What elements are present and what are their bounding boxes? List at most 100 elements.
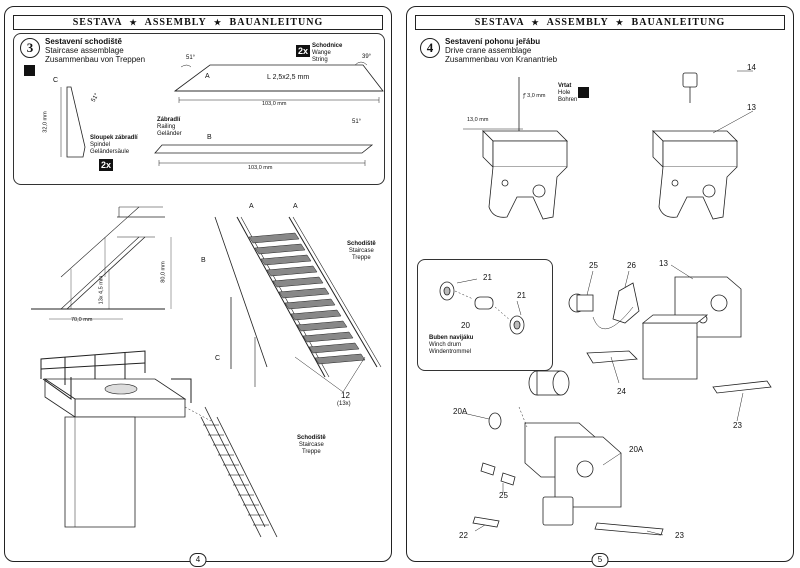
stair-label-1-en: Staircase (348, 248, 374, 254)
header-word-2: ASSEMBLY (144, 17, 207, 28)
right-page: SESTAVA ★ ASSEMBLY ★ BAUANLEITUNG 4 Sest… (406, 6, 794, 567)
spindle-label-de: Geländersäule (90, 149, 130, 155)
callout-20A-1: 20A (453, 407, 468, 416)
callout-23-a: 23 (733, 421, 742, 430)
drill-diameter: ꝭ 3,0 mm (523, 93, 546, 99)
header-star-2: ★ (213, 18, 223, 27)
part-b-label: B (207, 134, 212, 141)
staircase-perspective (214, 216, 382, 393)
spindle-label-en: Spindel (90, 142, 111, 148)
callout-13x: (13x) (337, 401, 351, 407)
title-cz: Sestavení schodiště (45, 37, 122, 46)
callout-21-a: 21 (483, 273, 492, 282)
drill-label: Vrtat Hole Bohren (558, 83, 577, 104)
header-word-1: SESTAVA (72, 17, 123, 28)
label-c: C (215, 355, 221, 362)
winch-drum-frame (417, 259, 553, 371)
stair-label-2: Schodiště Staircase Treppe (297, 435, 326, 456)
label-a-2: A (293, 203, 298, 210)
title-cz: Sestavení pohonu jeřábu (445, 37, 541, 46)
railing-label-cz: Zábradlí (157, 117, 181, 123)
winch-drum-drawing (439, 278, 525, 335)
string-qty-badge: 2x (296, 45, 311, 57)
header-star-1: ★ (531, 18, 540, 27)
drive-gearbox-drawing (568, 264, 772, 422)
stair-label-2-de: Treppe (301, 449, 321, 455)
crane-pedestal-drawings (463, 70, 754, 220)
header-word-2: ASSEMBLY (546, 17, 609, 28)
railing-label: Zábradlí Railing Geländer (157, 117, 182, 138)
stair-label-2-en: Staircase (298, 442, 324, 448)
label-b: B (201, 257, 206, 264)
dim-103-a: 103,0 mm (262, 101, 287, 107)
dim-70: 70,0 mm (71, 317, 93, 323)
callout-12: 12 (341, 391, 350, 400)
left-page-header: SESTAVA ★ ASSEMBLY ★ BAUANLEITUNG (13, 15, 383, 30)
spindle-label-cz: Sloupek zábradlí (90, 135, 138, 141)
title-en: Staircase assemblage (45, 46, 124, 55)
stair-label-1: Schodiště Staircase Treppe (347, 241, 376, 262)
staircase-side-view (31, 206, 172, 320)
part-c-label: C (53, 77, 59, 84)
left-page: SESTAVA ★ ASSEMBLY ★ BAUANLEITUNG 3 Sest… (4, 6, 392, 567)
drill-label-cz: Vrtat (558, 83, 572, 89)
stair-label-1-de: Treppe (351, 255, 371, 261)
railing-label-de: Geländer (157, 131, 182, 137)
winch-label-de: Windentrommel (429, 349, 472, 355)
callout-13-a: 13 (747, 103, 756, 112)
title-de: Zusammenbau von Treppen (45, 55, 146, 64)
step-number: 4 (420, 38, 440, 58)
dim-103-b: 103,0 mm (248, 165, 273, 171)
label-a-1: A (249, 203, 254, 210)
step-number: 3 (20, 38, 40, 58)
part-a-label: A (205, 73, 210, 80)
drill-tool-icon (578, 87, 589, 98)
title-de: Zusammenbau von Kranantrieb (445, 55, 558, 64)
right-page-header: SESTAVA ★ ASSEMBLY ★ BAUANLEITUNG (415, 15, 785, 30)
winch-label-cz: Buben navijáku (429, 335, 474, 341)
page-number: 5 (591, 553, 609, 567)
header-word-3: BAUANLEITUNG (229, 17, 324, 28)
step-title: Sestavení schodiště Staircase assemblage… (45, 37, 145, 64)
string-label-cz: Schodnice (312, 43, 343, 49)
part-a-drawing (60, 61, 384, 166)
step3-parts-frame (13, 33, 385, 185)
winch-label-en: Winch drum (429, 342, 462, 348)
string-label: Schodnice Wange String (312, 43, 342, 64)
winch-label: Buben navijáku Winch drum Windentrommel (429, 335, 473, 356)
callout-25-a: 25 (589, 261, 598, 270)
callout-23-b: 23 (675, 531, 684, 540)
page-number: 4 (189, 553, 207, 567)
callout-25-b: 25 (499, 491, 508, 500)
step-title: Sestavení pohonu jeřábu Drive crane asse… (445, 37, 557, 64)
spindle-qty-badge: 2x (99, 159, 114, 171)
header-star-1: ★ (129, 18, 138, 27)
dim-13: 13,0 mm (467, 117, 489, 123)
drill-label-en: Hole (558, 90, 571, 96)
l-size-label: L 2,5x2,5 mm (267, 74, 310, 81)
angle-a-left: 51° (186, 55, 196, 61)
spindle-label: Sloupek zábradlí Spindel Geländersäule (90, 135, 138, 156)
callout-13-b: 13 (659, 259, 668, 268)
crane-drive-assembly-drawing (462, 370, 664, 536)
tool-icon (24, 65, 35, 76)
railing-label-en: Railing (157, 124, 176, 130)
callout-24: 24 (617, 387, 626, 396)
stair-label-1-cz: Schodiště (347, 241, 376, 247)
tower-platform-drawing (40, 350, 278, 538)
title-en: Drive crane assemblage (445, 46, 532, 55)
callout-20A-2: 20A (629, 445, 644, 454)
header-word-1: SESTAVA (474, 17, 525, 28)
angle-a-right: 39° (362, 54, 372, 60)
angle-b: 51° (352, 119, 362, 125)
callout-26: 26 (627, 261, 636, 270)
callout-14: 14 (747, 63, 756, 72)
string-label-en: String (312, 57, 328, 63)
callout-20: 20 (461, 321, 470, 330)
drill-label-de: Bohren (558, 97, 578, 103)
header-star-2: ★ (615, 18, 625, 27)
stair-label-2-cz: Schodiště (297, 435, 326, 441)
string-label-de: Wange (312, 50, 331, 56)
callout-21-b: 21 (517, 291, 526, 300)
callout-22: 22 (459, 531, 468, 540)
